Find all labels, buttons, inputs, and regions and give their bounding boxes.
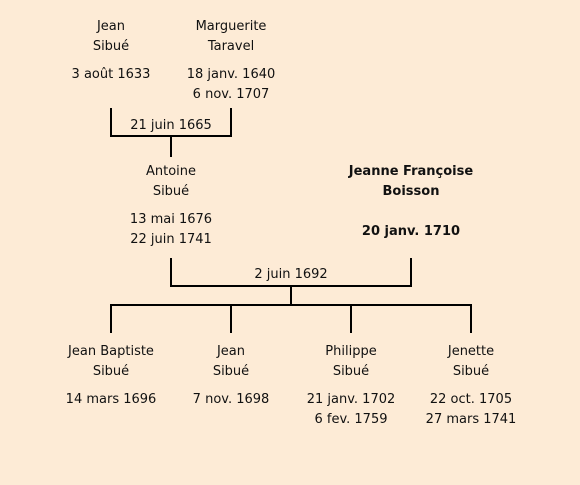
last-name: Sibué bbox=[332, 364, 370, 379]
birth-date: 20 janv. 1710 bbox=[361, 224, 461, 239]
birth-date: 21 janv. 1702 bbox=[306, 392, 396, 407]
last-name: Sibué bbox=[152, 184, 190, 199]
last-name: Sibué bbox=[92, 364, 130, 379]
first-name: Marguerite bbox=[195, 19, 267, 34]
child-jenette-sibue: Jenette Sibué 22 oct. 1705 27 mars 1741 bbox=[401, 342, 541, 430]
first-name: Antoine bbox=[145, 164, 197, 179]
first-name: Jean bbox=[96, 19, 126, 34]
person-marguerite-taravel: Marguerite Taravel 18 janv. 1640 6 nov. … bbox=[161, 17, 301, 105]
death-date: 6 fev. 1759 bbox=[314, 412, 388, 427]
last-name: Sibué bbox=[452, 364, 490, 379]
birth-date: 3 août 1633 bbox=[71, 67, 151, 82]
birth-date: 18 janv. 1640 bbox=[186, 67, 276, 82]
first-name: Philippe bbox=[325, 344, 377, 359]
last-name: Sibué bbox=[212, 364, 250, 379]
person-jeanne-francoise-boisson: Jeanne Françoise Boisson 20 janv. 1710 bbox=[341, 162, 481, 242]
birth-date: 13 mai 1676 bbox=[129, 212, 213, 227]
death-date: 27 mars 1741 bbox=[425, 412, 517, 427]
first-name: Jeanne Françoise bbox=[348, 164, 474, 179]
person-antoine-sibue: Antoine Sibué 13 mai 1676 22 juin 1741 bbox=[101, 162, 241, 250]
person-jean-sibue-gen1: Jean Sibué 3 août 1633 bbox=[41, 17, 181, 85]
last-name: Sibué bbox=[92, 39, 130, 54]
gen1-marriage-date: 21 juin 1665 bbox=[130, 118, 212, 133]
child-jean-baptiste-sibue: Jean Baptiste Sibué 14 mars 1696 bbox=[41, 342, 181, 410]
death-date: 6 nov. 1707 bbox=[192, 87, 270, 102]
birth-date: 14 mars 1696 bbox=[65, 392, 157, 407]
first-name: Jean Baptiste bbox=[68, 344, 154, 359]
last-name: Boisson bbox=[382, 184, 440, 199]
last-name: Taravel bbox=[207, 39, 255, 54]
birth-date: 22 oct. 1705 bbox=[429, 392, 513, 407]
first-name: Jean bbox=[216, 344, 246, 359]
child-philippe-sibue: Philippe Sibué 21 janv. 1702 6 fev. 1759 bbox=[281, 342, 421, 430]
gen2-marriage-date: 2 juin 1692 bbox=[254, 267, 328, 282]
first-name: Jenette bbox=[447, 344, 495, 359]
birth-date: 7 nov. 1698 bbox=[192, 392, 270, 407]
death-date: 22 juin 1741 bbox=[130, 232, 212, 247]
child-jean-sibue: Jean Sibué 7 nov. 1698 bbox=[161, 342, 301, 410]
